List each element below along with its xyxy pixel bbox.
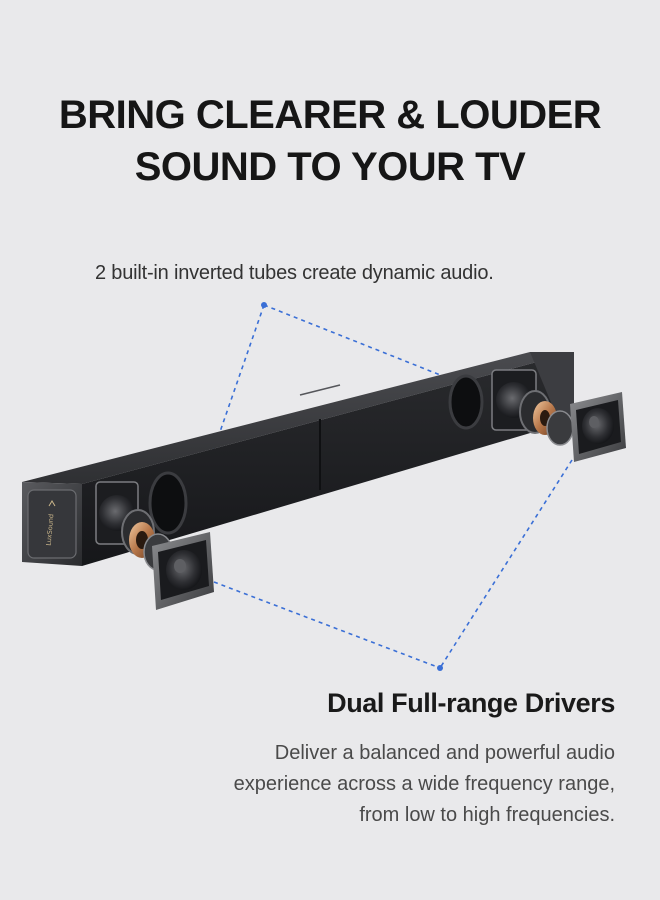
soundbar-top-face [22,352,574,484]
feature-description-line-2: experience across a wide frequency range… [233,773,615,795]
right-exploded-driver [519,390,574,446]
brand-logo: LuxSound [45,500,56,547]
callout-line-left-tube [204,304,265,476]
callout-line-left-driver [213,581,441,669]
headline-line-1: BRING CLEARER & LOUDER [58,92,602,137]
inverted-tubes-callout: 2 built-in inverted tubes create dynamic… [95,262,494,284]
left-driver-icon [152,532,214,610]
left-tube-port-icon [148,471,188,535]
feature-description: Deliver a balanced and powerful audio ex… [195,738,615,831]
right-driver-icon [570,392,626,462]
headline: BRING CLEARER & LOUDER SOUND TO YOUR TV [0,89,660,193]
svg-text:LuxSound: LuxSound [45,514,56,547]
callout-dot-bottom [437,665,443,671]
callout-dot-top [261,302,267,308]
feature-description-line-3: from low to high frequencies. [359,804,615,826]
feature-title: Dual Full-range Drivers [327,688,615,718]
headline-line-2: SOUND TO YOUR TV [134,144,526,189]
feature-description-line-1: Deliver a balanced and powerful audio [274,742,615,764]
callout-line-right-driver [439,459,573,669]
callout-lines [204,304,573,669]
callout-line-right-tube [263,304,479,391]
right-tube-port-icon [448,374,484,430]
